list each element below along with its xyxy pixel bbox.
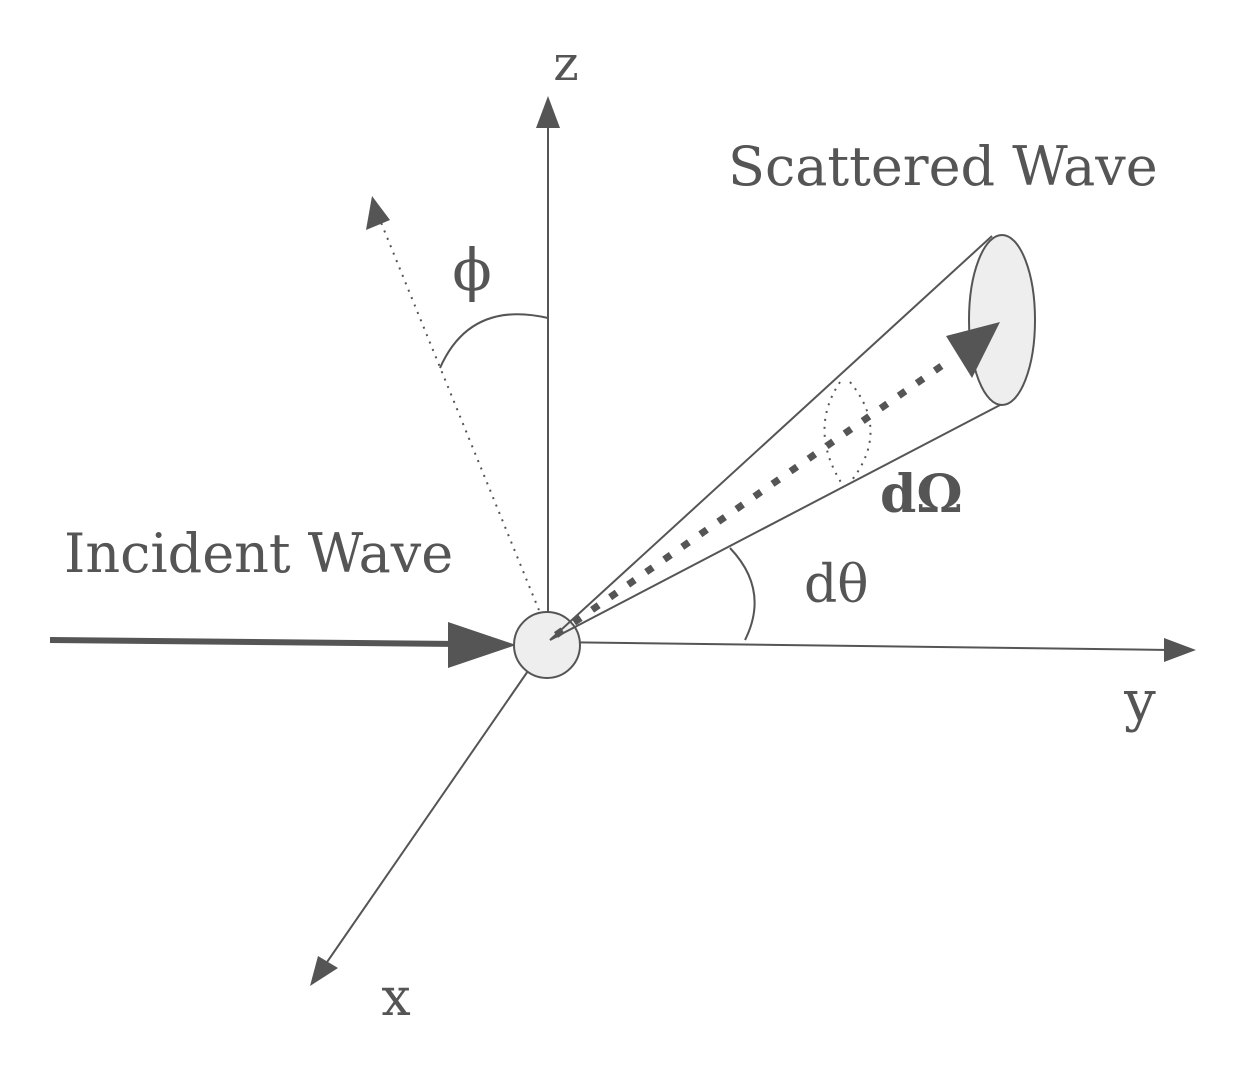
phi-angle-arc <box>439 313 549 369</box>
scattered-wave-label: Scattered Wave <box>728 135 1158 198</box>
z-axis <box>536 96 560 642</box>
d-theta-label: dθ <box>804 555 869 615</box>
scattering-cone <box>549 234 1036 641</box>
dtheta-angle-arc <box>729 547 756 641</box>
cone-cap <box>968 234 1036 406</box>
x-axis-label: x <box>381 968 410 1028</box>
solid-angle-dotted-ellipse <box>823 381 843 485</box>
y-axis-label: y <box>1123 669 1156 734</box>
z-axis-label: z <box>553 36 578 92</box>
x-axis <box>310 641 549 986</box>
d-omega-label: dΩ <box>880 464 963 525</box>
phi-label: ϕ <box>452 236 492 304</box>
y-axis <box>547 638 1196 662</box>
incident-wave-arrow <box>49 622 516 668</box>
phi-direction-line <box>366 196 546 626</box>
incident-wave-label: Incident Wave <box>64 522 453 585</box>
scattered-wave-arrow <box>553 322 1000 638</box>
